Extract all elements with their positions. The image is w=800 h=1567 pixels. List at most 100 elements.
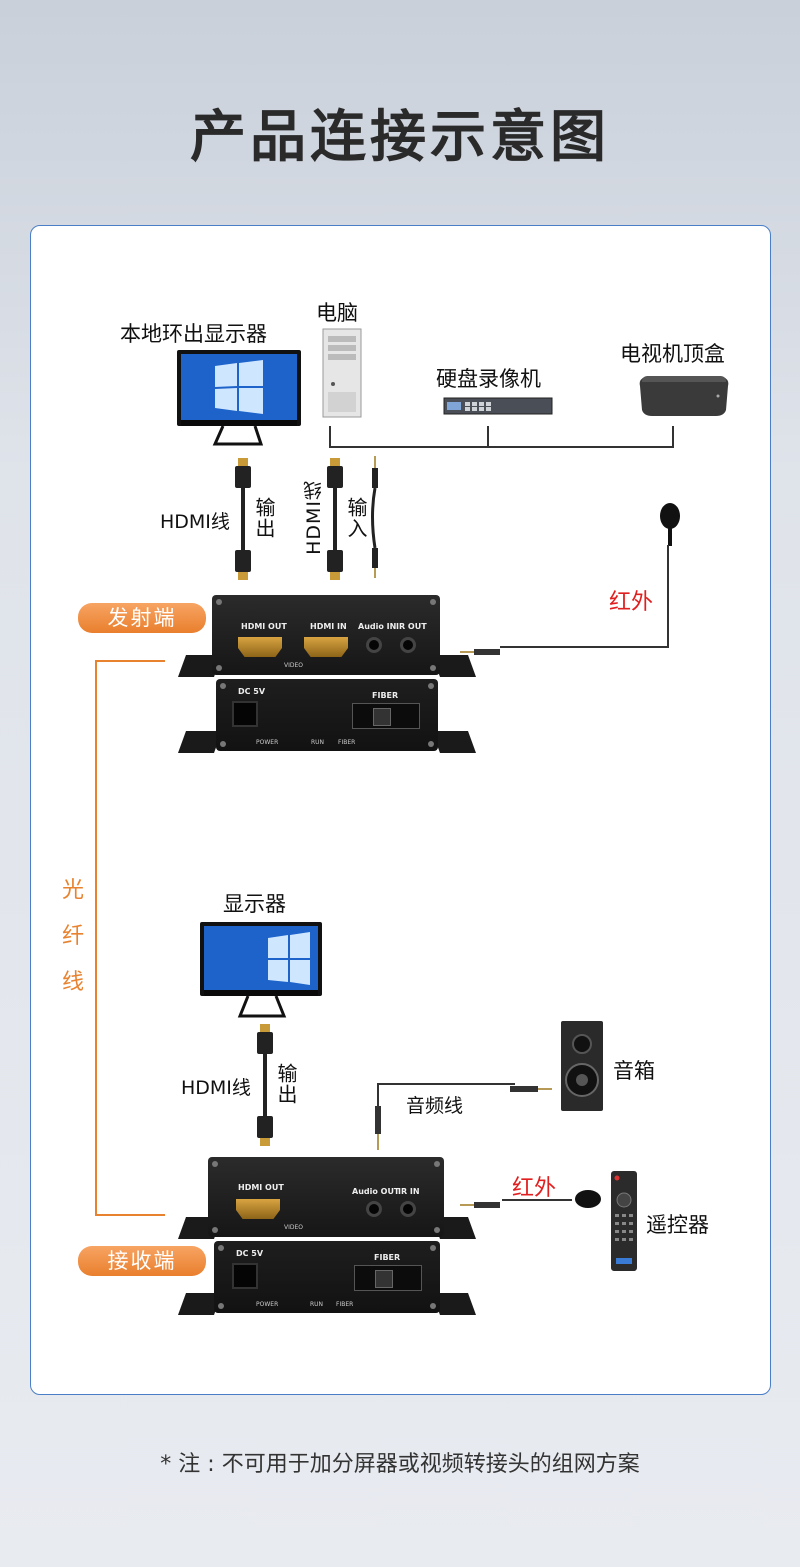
audio-wire-vertical xyxy=(377,1083,379,1108)
tx-mount-ear-right-bottom xyxy=(431,731,477,753)
tx-ir-label: 红外 xyxy=(609,590,654,615)
page-title: 产品连接示意图 xyxy=(190,105,610,170)
bus-drop-dvr xyxy=(487,426,489,448)
loop-monitor-label: 本地环出显示器 xyxy=(120,322,267,346)
rx-ir-in-label: IR IN xyxy=(398,1187,420,1196)
tx-power-label: POWER xyxy=(256,739,279,746)
rx-fiber-label: FIBER xyxy=(374,1253,401,1262)
tx-bottom-unit: DC 5V FIBER POWER RUN FIBER xyxy=(216,679,438,751)
hdmi-in-cable-label: HDMI线 xyxy=(303,480,325,555)
ir-receiver-icon xyxy=(568,1188,602,1214)
bus-drop-stb xyxy=(672,426,674,448)
rx-fiber-port xyxy=(354,1265,422,1291)
tx-fiber-led-label: FIBER xyxy=(338,739,356,746)
screw xyxy=(212,1161,218,1167)
dvr-icon xyxy=(443,396,553,420)
rx-video-label: VIDEO xyxy=(284,1224,304,1231)
screw xyxy=(220,683,226,689)
screw xyxy=(430,1303,436,1309)
tx-ir-out-jack xyxy=(400,637,416,653)
ir-rx-wire xyxy=(502,1199,572,1201)
tx-dc-jack xyxy=(232,701,258,727)
speaker-label: 音箱 xyxy=(613,1059,655,1083)
rx-monitor-label: 显示器 xyxy=(223,892,286,916)
audio-cable-icon xyxy=(368,456,382,582)
out-label: 输出 xyxy=(252,497,276,539)
fiber-label: 光 纤 线 xyxy=(58,868,88,1006)
bus-drop-pc xyxy=(329,426,331,448)
rx-hdmi-cable-label: HDMI线 xyxy=(181,1077,251,1099)
tx-run-label: RUN xyxy=(311,739,325,746)
tx-fiber-port xyxy=(352,703,420,729)
rx-audio-out-label: Audio OUT xyxy=(352,1187,400,1196)
tx-hdmi-in-port xyxy=(304,637,348,657)
rx-ir-label: 红外 xyxy=(512,1176,557,1201)
rx-run-label: RUN xyxy=(310,1301,324,1308)
ir-tx-wire-vertical xyxy=(667,545,669,648)
audio-cable-label: 音频线 xyxy=(406,1095,464,1117)
tx-audio-in-jack xyxy=(366,637,382,653)
tx-hdmi-out-port xyxy=(238,637,282,657)
fiber-char: 纤 xyxy=(61,924,84,949)
rx-top-unit: HDMI OUT VIDEO Audio OUT IR IN xyxy=(208,1157,444,1237)
rx-dc-label: DC 5V xyxy=(236,1249,264,1258)
stb-label: 电视机顶盒 xyxy=(620,342,725,366)
source-bus-line xyxy=(329,446,674,448)
rx-hdmi-cable-icon xyxy=(255,1024,275,1150)
ir-tx-wire-horizontal xyxy=(500,646,669,648)
audio-plug-rx-icon xyxy=(373,1106,383,1156)
ir-emitter-icon xyxy=(657,502,683,550)
rx-bottom-unit: DC 5V FIBER POWER RUN FIBER xyxy=(214,1241,440,1313)
in-label: 输入 xyxy=(344,497,368,539)
screw xyxy=(428,741,434,747)
dvr-label: 硬盘录像机 xyxy=(436,367,541,391)
rx-power-label: POWER xyxy=(256,1301,279,1308)
tx-top-unit: HDMI OUT VIDEO HDMI IN Audio IN IR OUT xyxy=(212,595,440,675)
transmitter-device: HDMI OUT VIDEO HDMI IN Audio IN IR OUT D… xyxy=(177,595,482,757)
tx-fiber-label: FIBER xyxy=(372,691,399,700)
receiver-device: HDMI OUT VIDEO Audio OUT IR IN DC 5V FIB… xyxy=(177,1157,482,1319)
screw xyxy=(430,665,436,671)
speaker-icon xyxy=(560,1020,604,1116)
screw xyxy=(218,1245,224,1251)
screw xyxy=(428,683,434,689)
rx-hdmi-out-label: HDMI OUT xyxy=(238,1183,284,1192)
screw xyxy=(218,1303,224,1309)
screw xyxy=(220,741,226,747)
remote-label: 遥控器 xyxy=(646,1213,709,1237)
remote-control-icon xyxy=(610,1170,638,1276)
tx-audio-in-label: Audio IN xyxy=(358,622,397,631)
rx-out-label: 输出 xyxy=(274,1063,298,1105)
hdmi-in-cable-icon xyxy=(325,458,345,584)
fiber-line-top xyxy=(95,660,165,662)
loop-monitor-icon xyxy=(175,348,305,452)
rx-audio-out-jack xyxy=(366,1201,382,1217)
pc-tower-icon xyxy=(322,328,362,422)
rx-hdmi-out-port xyxy=(236,1199,280,1219)
tx-hdmi-out-label: HDMI OUT xyxy=(241,622,287,631)
stb-icon xyxy=(634,366,734,422)
audio-plug-speaker-icon xyxy=(510,1079,554,1098)
ir-tx-plug-icon xyxy=(460,642,504,661)
hdmi-out-cable-label: HDMI线 xyxy=(160,511,230,533)
fiber-char: 线 xyxy=(61,970,84,995)
ir-rx-plug-icon xyxy=(460,1195,504,1214)
transmitter-badge: 发射端 xyxy=(78,603,206,633)
rx-monitor-icon xyxy=(198,920,324,1024)
footnote: * 注 : 不可用于加分屏器或视频转接头的组网方案 xyxy=(160,1452,640,1477)
screw xyxy=(212,1227,218,1233)
rx-dc-jack xyxy=(232,1263,258,1289)
fiber-line-bottom xyxy=(95,1214,165,1216)
fiber-connector xyxy=(375,1270,393,1288)
screw xyxy=(434,1227,440,1233)
screw xyxy=(216,599,222,605)
hdmi-out-cable-icon xyxy=(233,458,253,584)
screw xyxy=(430,599,436,605)
audio-wire-horizontal xyxy=(377,1083,515,1085)
tx-dc-label: DC 5V xyxy=(238,687,266,696)
fiber-line-vertical xyxy=(95,660,97,1216)
pc-label: 电脑 xyxy=(316,301,358,325)
rx-ir-in-jack xyxy=(400,1201,416,1217)
tx-video-label: VIDEO xyxy=(284,662,304,669)
tx-hdmi-in-label: HDMI IN xyxy=(310,622,347,631)
